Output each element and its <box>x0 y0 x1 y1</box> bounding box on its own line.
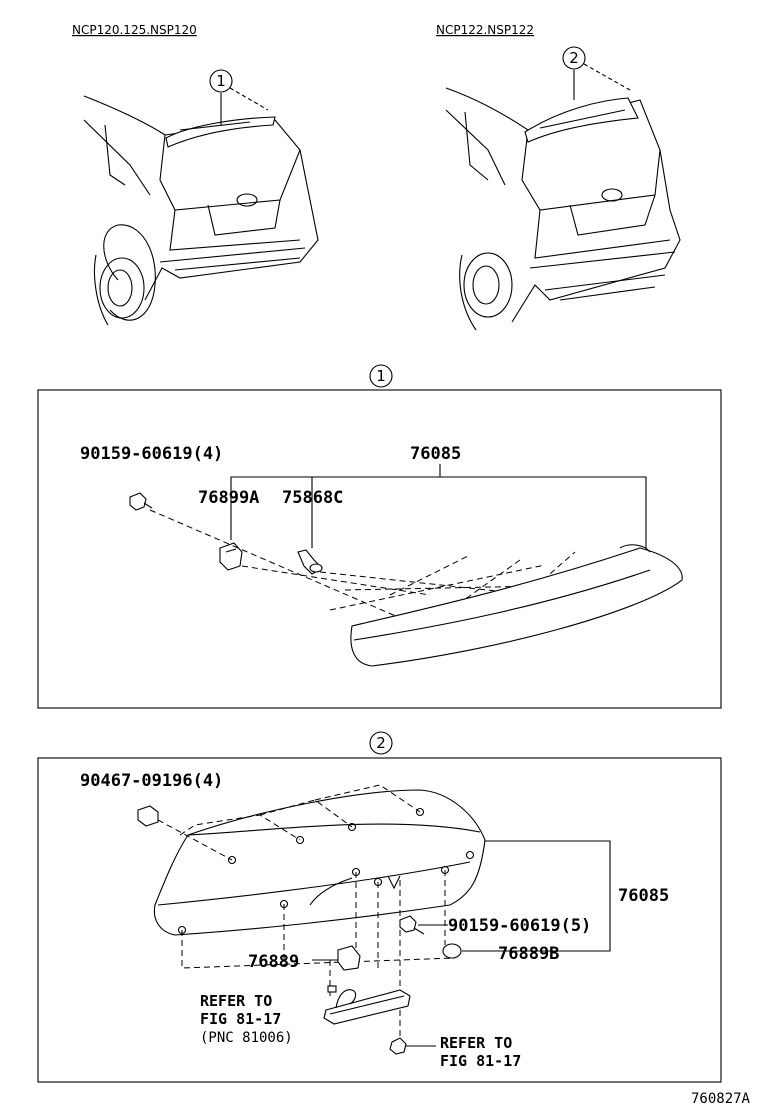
svg-text:2: 2 <box>569 49 579 67</box>
figure-id: 760827A <box>691 1091 751 1107</box>
panel2-nut-label: 90467-09196(4) <box>80 771 223 791</box>
svg-text:2: 2 <box>376 734 386 752</box>
panel1-assembly-label: 76085 <box>410 444 461 464</box>
panel-2-frame <box>37 757 722 1083</box>
stop-lamp-part <box>323 985 411 1025</box>
panel1-clip-a-label: 76899A <box>198 488 259 508</box>
refer2-line2: FIG 81-17 <box>440 1052 521 1070</box>
callout-1-top: 1 <box>209 69 233 93</box>
callout-1-panel: 1 <box>369 364 393 388</box>
variant-label-left: NCP120.125.NSP120 <box>72 23 197 37</box>
panel1-bolt-part <box>129 492 153 511</box>
panel2-bolt-label: 90159-60619(5) <box>448 916 591 936</box>
panel2-clip-part <box>337 945 361 971</box>
refer1-line3: (PNC 81006) <box>200 1030 293 1046</box>
panel1-spoiler-part <box>350 544 683 667</box>
refer1-line2: FIG 81-17 <box>200 1010 281 1028</box>
car-right-illustration <box>445 87 681 331</box>
panel1-clip-c-label: 75868C <box>282 488 343 508</box>
variant-label-right: NCP122.NSP122 <box>436 23 534 37</box>
panel2-spoiler-part <box>153 789 486 936</box>
panel2-clip-label: 76889 <box>248 952 299 972</box>
callout-2-panel: 2 <box>369 731 393 755</box>
panel1-clip-c-part <box>297 549 323 575</box>
svg-text:1: 1 <box>376 367 386 385</box>
panel2-nut-part <box>137 805 159 827</box>
panel2-bolt-part <box>399 915 425 935</box>
panel2-assembly-label: 76085 <box>618 886 669 906</box>
callout-2-top: 2 <box>562 46 586 70</box>
panel2-grommet-part <box>442 943 462 959</box>
refer2-line1: REFER TO <box>440 1034 512 1052</box>
panel1-clip-a-part <box>219 542 243 571</box>
stop-lamp-bolt-part <box>389 1037 407 1055</box>
refer1-line1: REFER TO <box>200 992 272 1010</box>
panel2-grommet-label: 76889B <box>498 944 559 964</box>
panel1-bolt-label: 90159-60619(4) <box>80 444 223 464</box>
svg-text:1: 1 <box>216 72 226 90</box>
panel-1-frame <box>37 389 722 709</box>
car-left-illustration <box>83 95 319 326</box>
